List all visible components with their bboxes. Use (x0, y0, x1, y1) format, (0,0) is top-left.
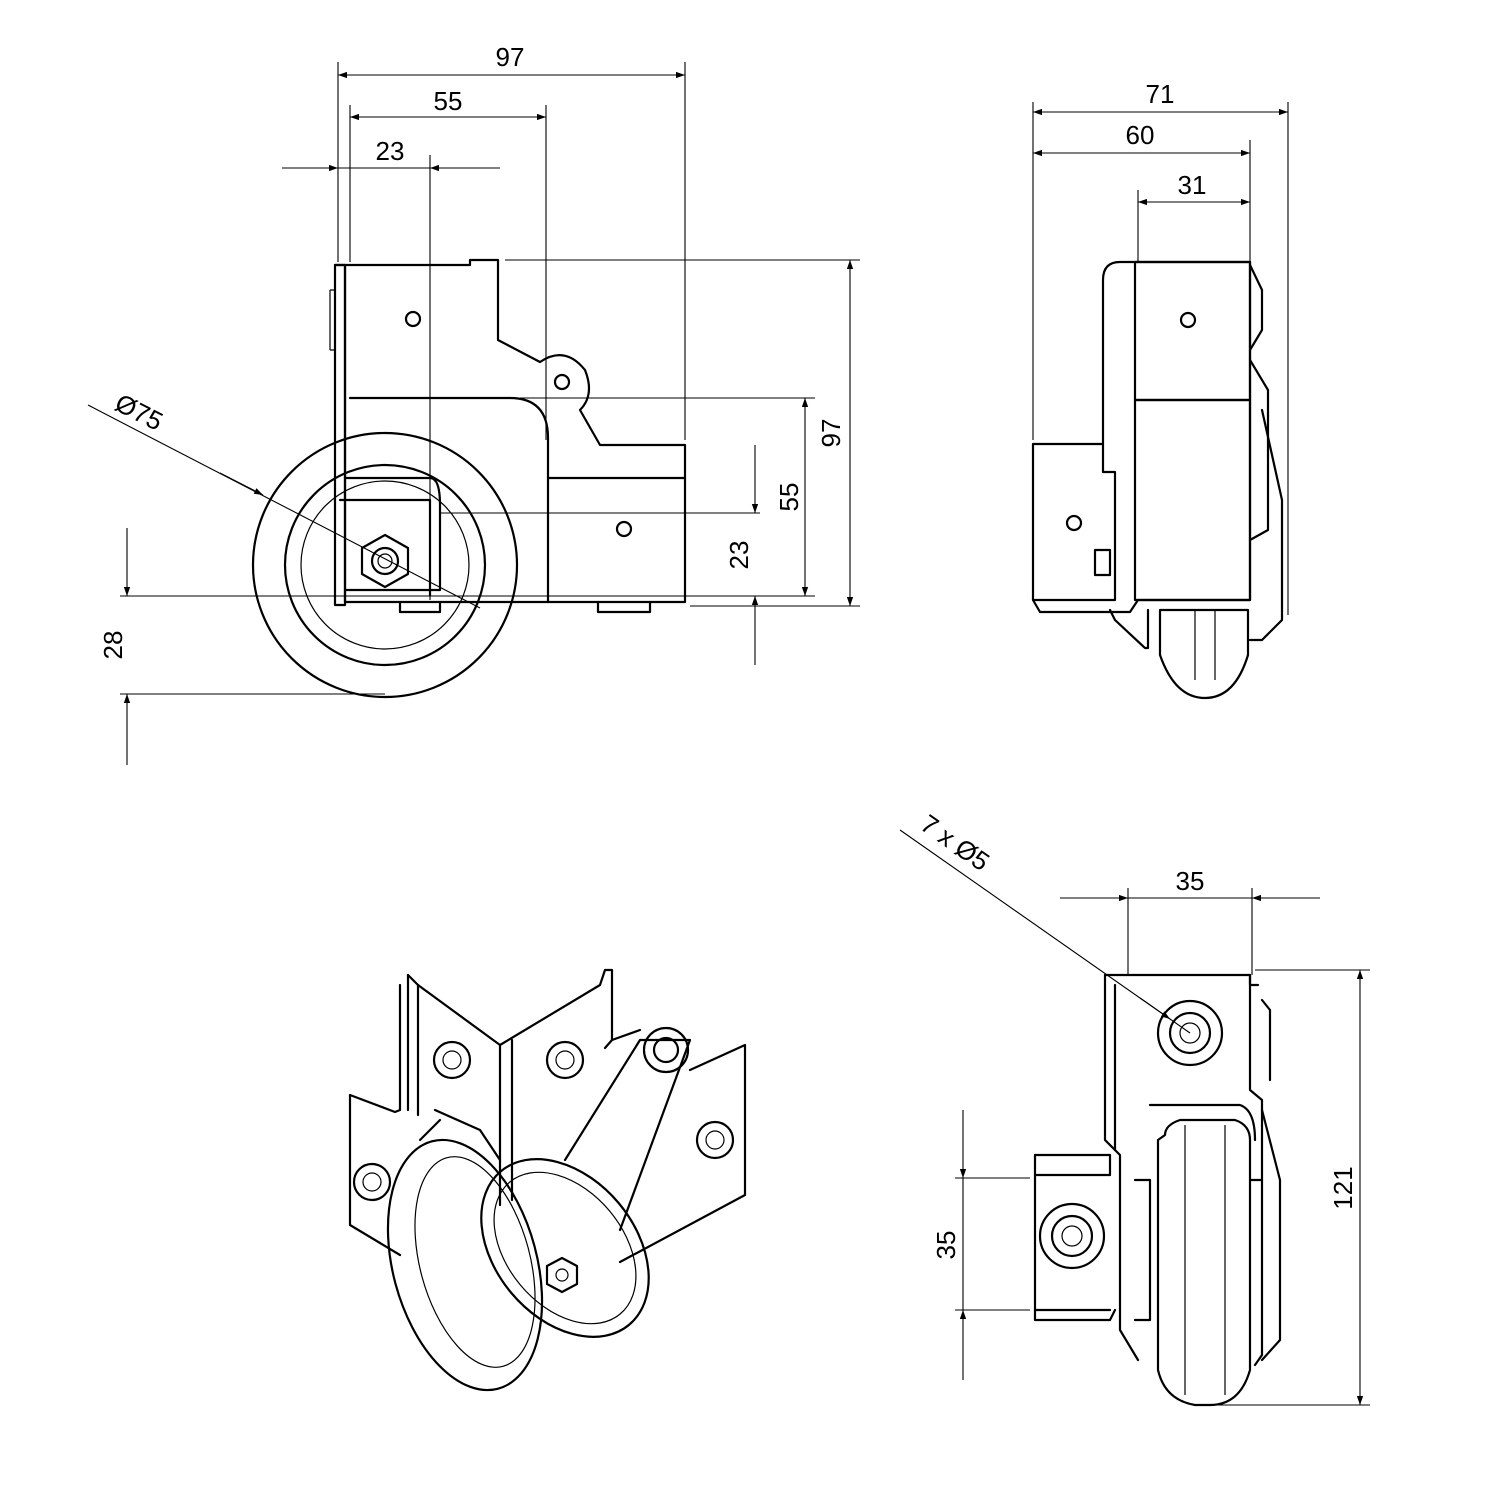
iso-housing (348, 968, 747, 1264)
hex-bolt-icon (360, 533, 410, 589)
side-wheel (1108, 608, 1250, 700)
dim-width-60: 60 (1126, 120, 1155, 150)
side-housing (1031, 260, 1284, 642)
side-dimensions: 71 60 31 (1032, 79, 1289, 615)
back-wheel (1133, 1103, 1264, 1407)
front-view: 97 55 23 97 55 23 (87, 42, 860, 765)
dim-height-28: 28 (98, 631, 128, 660)
front-wheel (251, 431, 519, 699)
iso-wheel (386, 1138, 650, 1392)
dim-wheel-diameter: Ø75 (110, 387, 167, 436)
back-dimensions: 7 x Ø5 35 35 121 (899, 808, 1370, 1406)
dim-height-23: 23 (724, 541, 754, 570)
dim-height-121: 121 (1328, 1166, 1358, 1209)
dim-width-23: 23 (376, 136, 405, 166)
dim-height-97: 97 (816, 419, 846, 448)
dim-height-55: 55 (774, 483, 804, 512)
dim-width-97: 97 (496, 42, 525, 72)
dim-height-35: 35 (931, 1231, 961, 1260)
dim-width-35: 35 (1176, 866, 1205, 896)
isometric-view (348, 968, 747, 1392)
front-dimensions: 97 55 23 97 55 23 (87, 42, 860, 765)
back-view: 7 x Ø5 35 35 121 (899, 808, 1370, 1407)
dim-width-71: 71 (1146, 79, 1175, 109)
dim-holes: 7 x Ø5 (915, 808, 995, 877)
dim-width-55: 55 (434, 86, 463, 116)
back-housing (1033, 973, 1282, 1367)
front-housing (329, 258, 687, 614)
side-view: 71 60 31 (1031, 79, 1289, 700)
dim-width-31: 31 (1178, 170, 1207, 200)
